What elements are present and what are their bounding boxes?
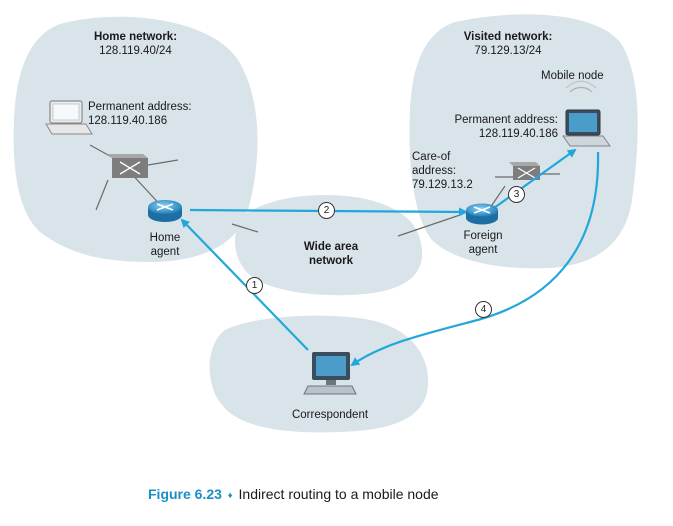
home-agent-label-line1: Home bbox=[149, 232, 181, 244]
wide-area-network-cloud bbox=[234, 195, 423, 296]
care-of-address-value: 79.129.13.2 bbox=[412, 179, 473, 191]
home-network-cloud bbox=[13, 16, 258, 263]
home-agent-router-icon bbox=[148, 200, 182, 222]
caption-text: Indirect routing to a mobile node bbox=[238, 486, 439, 502]
mobile-node-permanent-address-value: 128.119.40.186 bbox=[478, 128, 558, 140]
foreign-agent-label-line1: Foreign bbox=[463, 230, 503, 242]
step-2-marker: 2 bbox=[318, 202, 335, 219]
visited-network-subnet: 79.129.13/24 bbox=[474, 45, 542, 57]
mobile-node-permanent-address-label: Permanent address: bbox=[454, 114, 558, 126]
care-of-address-line1: Care-of bbox=[412, 151, 451, 163]
correspondent-label: Correspondent bbox=[291, 409, 369, 421]
home-laptop-icon bbox=[45, 100, 93, 135]
arrow-correspondent-to-home bbox=[180, 218, 309, 351]
visited-network-title: Visited network: bbox=[463, 31, 553, 43]
step-1-marker: 1 bbox=[246, 277, 263, 294]
wide-area-network-label-line1: Wide area bbox=[303, 241, 359, 253]
home-agent-label-line2: agent bbox=[150, 246, 180, 258]
foreign-agent-label-line2: agent bbox=[468, 244, 498, 256]
correspondent-computer-icon bbox=[303, 352, 357, 395]
mobile-node-laptop-icon bbox=[562, 80, 611, 147]
step-3-marker: 3 bbox=[508, 186, 525, 203]
home-network-title: Home network: bbox=[93, 31, 178, 43]
care-of-address-line2: address: bbox=[412, 165, 457, 177]
home-host-permanent-address-label: Permanent address: bbox=[88, 101, 192, 113]
visited-network-cloud bbox=[409, 14, 638, 269]
foreign-agent-router-icon bbox=[466, 203, 498, 225]
caption-separator-icon: ♦ bbox=[227, 490, 233, 500]
arrow-foreign-to-mobile bbox=[493, 148, 577, 209]
wide-area-network-label-line2: network bbox=[308, 255, 354, 267]
home-host-permanent-address-value: 128.119.40.186 bbox=[88, 115, 168, 127]
mobile-node-label: Mobile node bbox=[541, 70, 604, 82]
home-network-subnet: 128.119.40/24 bbox=[99, 45, 172, 57]
figure-number: Figure 6.23 bbox=[148, 486, 222, 502]
figure-caption: Figure 6.23 ♦ Indirect routing to a mobile… bbox=[148, 486, 439, 502]
visited-switch-icon bbox=[509, 162, 540, 180]
step-4-marker: 4 bbox=[475, 301, 492, 318]
home-switch-icon bbox=[107, 154, 148, 178]
